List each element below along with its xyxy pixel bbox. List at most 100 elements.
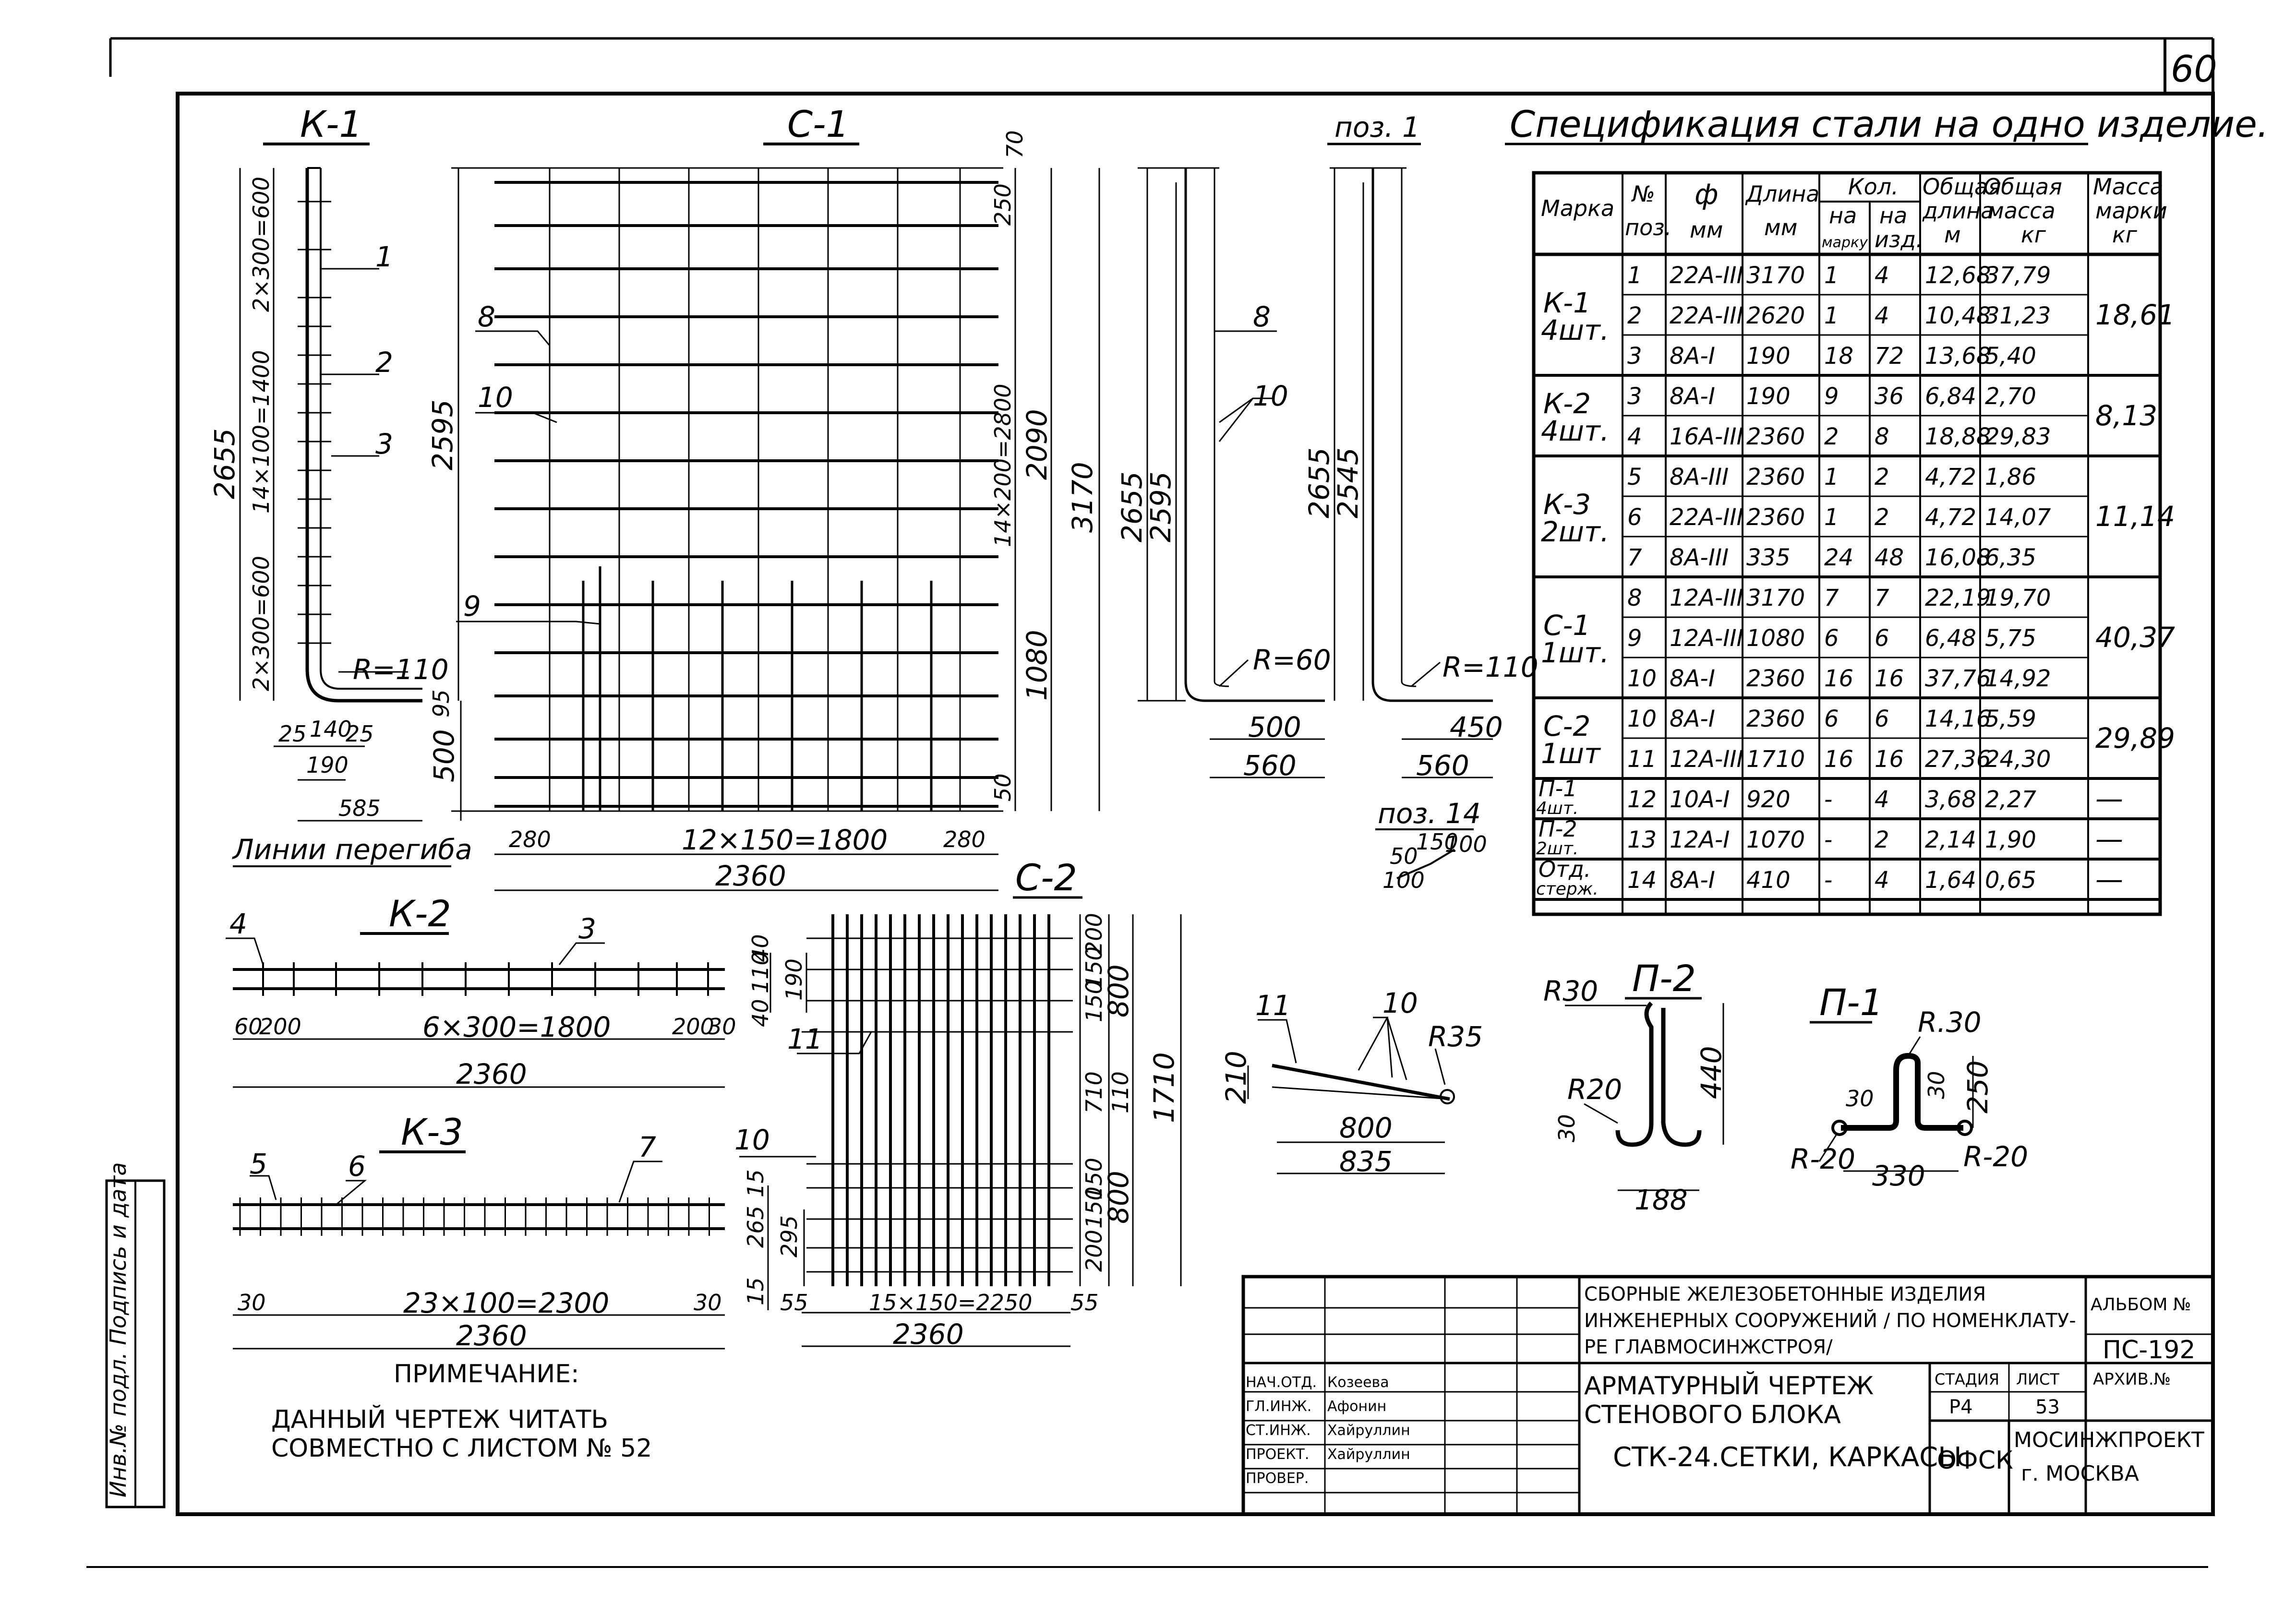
view-k2: К-2 4 3 60 200 6×300=1800 200 30 2360 40… xyxy=(226,892,807,1090)
k1-pos-1: 1 xyxy=(375,240,393,273)
spec-cell: 1710 xyxy=(1746,746,1805,773)
detail-radius: R35 xyxy=(1428,1020,1483,1053)
tb-signatures: НАЧ.ОТД.КозееваГЛ.ИНЖ.АфонинСТ.ИНЖ.Хайру… xyxy=(1246,1374,1410,1487)
signature-name: Хайруллин xyxy=(1327,1446,1410,1463)
view-poz1: поз. 1 2655 2595 8 10 R=60 500 560 xyxy=(1116,111,1421,782)
k2-pos-3: 3 xyxy=(578,912,596,945)
spec-mark-qty: 4шт. xyxy=(1541,314,1609,347)
p1-r30: R.30 xyxy=(1918,1006,1982,1039)
k2-pos-4: 4 xyxy=(229,908,247,940)
tb-project-2: ИНЖЕНЕРНЫХ СООРУЖЕНИЙ / ПО НОМЕНКЛАТУ- xyxy=(1584,1309,2076,1332)
poz14-dim-450: 450 xyxy=(1450,711,1503,743)
tb-archive-label: АРХИВ.№ xyxy=(2093,1370,2171,1389)
spec-mark-mass: — xyxy=(2095,823,2123,855)
spec-mark-mass: 8,13 xyxy=(2095,399,2157,432)
tb-album-value: ПС-192 xyxy=(2103,1336,2195,1364)
spec-cell: 8А-I xyxy=(1670,343,1715,370)
spec-cell: 7 xyxy=(1627,544,1642,571)
spec-cell: 8 xyxy=(1627,585,1642,611)
spec-cell: 3 xyxy=(1627,383,1642,410)
k1-title: К-1 xyxy=(300,103,362,145)
k1-dim-top: 2×300=600 xyxy=(248,177,274,312)
c2-dim-1710: 1710 xyxy=(1148,1052,1180,1123)
spec-table: Спецификация стали на одно изделие. Марк… xyxy=(1505,103,2269,916)
poz14-sk-150: 150 xyxy=(1416,829,1458,855)
p2-r20: R20 xyxy=(1567,1073,1622,1106)
spec-cell: 36 xyxy=(1875,383,1904,410)
spec-mark-qty: стерж. xyxy=(1536,879,1599,899)
th-poz-a: № xyxy=(1631,181,1655,207)
side-stamp: Инв.№ подл. Подпись и дата xyxy=(105,1162,131,1497)
k3-dim-span: 23×100=2300 xyxy=(403,1287,609,1319)
p1-title: П-1 xyxy=(1819,981,1883,1024)
spec-cell: 22А-III xyxy=(1670,302,1743,329)
th-tl-b: длина xyxy=(1922,198,1994,224)
spec-cell: 14,92 xyxy=(1985,665,2051,692)
spec-cell: 2360 xyxy=(1746,423,1805,450)
signature-role: НАЧ.ОТД. xyxy=(1246,1374,1317,1391)
c2-dim-150b: 150 xyxy=(1081,980,1107,1022)
th-marka: Марка xyxy=(1541,195,1614,221)
spec-cell: 2 xyxy=(1875,826,1889,853)
c1-dim-mid: 14×200=2800 xyxy=(990,384,1016,548)
spec-cell: 8А-I xyxy=(1670,383,1715,410)
k2-dim-200b: 200 xyxy=(672,1014,714,1040)
k3-pos-6: 6 xyxy=(348,1150,366,1183)
spec-cell: 3170 xyxy=(1746,585,1805,611)
spec-cell: 5 xyxy=(1627,464,1642,490)
spec-cell: 8А-I xyxy=(1670,665,1715,692)
signature-role: ПРОВЕР. xyxy=(1246,1470,1309,1487)
spec-mark: С-1 xyxy=(1543,609,1590,642)
signature-name: Афонин xyxy=(1327,1398,1386,1415)
spec-cell: 24 xyxy=(1824,544,1853,571)
spec-cell: 9 xyxy=(1627,625,1642,652)
spec-cell: 1 xyxy=(1824,504,1839,531)
c2-title: С-2 xyxy=(1015,856,1077,899)
k1-dim-140: 140 xyxy=(310,716,352,742)
view-c2: С-2 11 10 15 265 15 295 200 150 150 800 … xyxy=(734,856,1182,1351)
c2-dim-150d: 150 xyxy=(1081,1186,1107,1229)
c2-dim-295: 295 xyxy=(776,1215,802,1257)
c2-dim-200a: 200 xyxy=(1081,913,1107,955)
spec-mark-mass: — xyxy=(2095,782,2123,815)
spec-cell: 9 xyxy=(1824,383,1839,410)
sheet-number: 60 xyxy=(2171,48,2217,90)
spec-cell: 8 xyxy=(1875,423,1889,450)
note-block: ПРИМЕЧАНИЕ: ДАННЫЙ ЧЕРТЕЖ ЧИТАТЬ СОВМЕСТ… xyxy=(271,1360,652,1463)
spec-mark: К-1 xyxy=(1543,287,1591,319)
th-dia-b: мм xyxy=(1690,217,1723,243)
tb-sheet-value: 53 xyxy=(2035,1396,2060,1418)
spec-mark: С-2 xyxy=(1543,710,1590,742)
spec-cell: 8А-I xyxy=(1670,867,1715,894)
detail-dim-800: 800 xyxy=(1339,1112,1393,1144)
tb-sheet-label: ЛИСТ xyxy=(2016,1370,2059,1388)
signature-name: Козеева xyxy=(1327,1374,1389,1391)
spec-cell: 8А-III xyxy=(1670,544,1729,571)
tb-stage-value: Р4 xyxy=(1949,1396,1973,1418)
spec-cell: 6 xyxy=(1824,706,1839,732)
poz1-title: поз. 1 xyxy=(1334,111,1420,144)
spec-mark-mass: 29,89 xyxy=(2095,722,2175,754)
k1-pos-3: 3 xyxy=(375,428,393,460)
p1-dim-250: 250 xyxy=(1961,1060,1994,1113)
tb-album-label: АЛЬБОМ № xyxy=(2091,1295,2191,1315)
spec-mark-qty: 2шт. xyxy=(1536,839,1578,859)
spec-cell: 2 xyxy=(1875,464,1889,490)
k1-bend-lines: Линии перегиба xyxy=(232,833,472,866)
spec-cell: 16 xyxy=(1875,746,1904,773)
k1-dim-25b: 25 xyxy=(346,721,374,747)
c1-pos-10: 10 xyxy=(478,381,513,414)
spec-cell: 16 xyxy=(1824,746,1853,773)
poz14-dim-2655: 2655 xyxy=(1303,447,1335,518)
k2-dim-40a: 40 xyxy=(747,934,773,962)
spec-cell: 6 xyxy=(1627,504,1642,531)
spec-cell: 6 xyxy=(1824,625,1839,652)
spec-cell: 22А-III xyxy=(1670,262,1743,289)
c1-dim-2090: 2090 xyxy=(1021,409,1053,480)
th-tm-a: Общая xyxy=(1983,174,2062,200)
k2-dim-40b: 40 xyxy=(747,999,773,1027)
spec-cell: 4 xyxy=(1875,262,1889,289)
c2-dim-110: 110 xyxy=(1107,1071,1133,1113)
th-kol-i-b: изд. xyxy=(1875,227,1923,252)
spec-cell: 3 xyxy=(1627,343,1642,370)
